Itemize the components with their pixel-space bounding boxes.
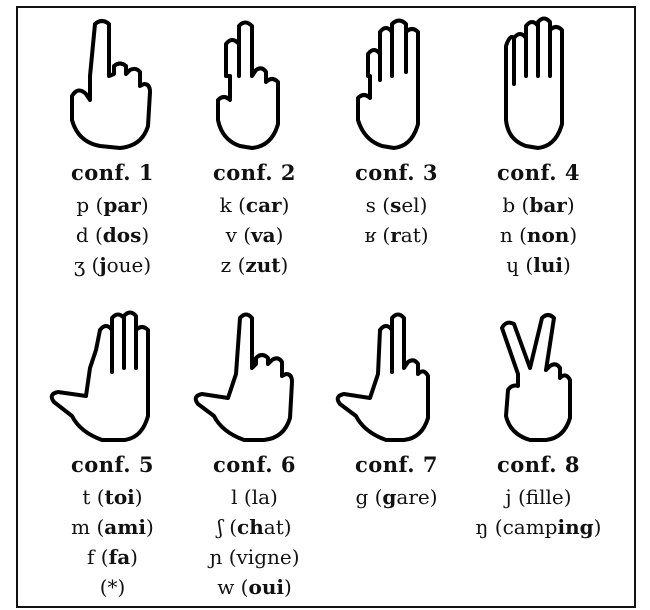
example-line: z (zut) [220,253,289,277]
config-label: conf. 3 [354,160,439,185]
config-label: conf. 6 [212,452,297,477]
example-line: k (car) [219,193,290,217]
example-list: j (fille) ŋ (camping) [466,482,611,542]
example-line: b (bar) [502,193,575,217]
example-word: par [103,193,141,217]
hand-two-fingers-thumb-out-icon [335,312,430,442]
example-line: j (fille) [505,485,572,509]
phoneme-symbol: ʒ ( [73,253,100,277]
phoneme-symbol: g ( [355,485,383,509]
phoneme-symbol: z ( [220,253,246,277]
diagram-frame [16,6,636,608]
example-line: ʃ (chat) [217,515,292,539]
phoneme-symbol: ɥ ( [506,253,534,277]
example-line: ʁ (rat) [364,223,429,247]
phoneme-symbol: t ( [82,485,105,509]
example-line: w (oui) [217,575,292,599]
phoneme-symbol: w ( [217,575,249,599]
example-line: d (dos) [75,223,150,247]
phoneme-symbol: m ( [71,515,105,539]
hand-two-fingers-together-icon [216,20,280,150]
example-list: g (gare) [324,482,469,512]
example-word: toi [104,485,135,509]
example-line: f (fa) [87,545,138,569]
example-word: camping [502,515,594,539]
config-label: conf. 1 [70,160,155,185]
phoneme-symbol: ɲ ( [209,545,237,569]
example-list: p (par) d (dos) ʒ (joue) [40,190,185,280]
phoneme-symbol: b ( [502,193,530,217]
example-word: zut [245,253,281,277]
example-line: ʒ (joue) [73,253,152,277]
example-line: ŋ (camping) [475,515,602,539]
example-line: ɲ (vigne) [209,545,300,569]
example-line: v (va) [225,223,284,247]
example-note: (*) [99,575,126,599]
example-word: gare [382,485,430,509]
hand-three-fingers-icon [356,18,420,150]
phoneme-symbol: f ( [87,545,109,569]
phoneme-symbol: j ( [505,485,526,509]
example-line: l (la) [231,485,278,509]
example-word: la [251,485,271,509]
example-word: car [245,193,282,217]
hand-v-sign-icon [500,313,572,442]
example-word: joue [99,253,144,277]
hand-index-thumb-out-icon [193,312,294,442]
example-list: t (toi) m (ami) f (fa) (*) [40,482,185,602]
example-word: va [251,223,276,247]
example-word: vigne [236,545,292,569]
phoneme-symbol: v ( [225,223,252,247]
config-label: conf. 8 [496,452,581,477]
example-word: non [526,223,570,247]
example-list: b (bar) n (non) ɥ (lui) [466,190,611,280]
config-label: conf. 5 [70,452,155,477]
example-line: n (non) [499,223,578,247]
hand-index-up-icon [70,19,152,150]
hand-four-fingers-icon [504,16,564,150]
phoneme-symbol: k ( [219,193,246,217]
example-word: dos [102,223,142,247]
example-word: chat [237,515,284,539]
example-line: ɥ (lui) [506,253,571,277]
phoneme-symbol: ʁ ( [364,223,391,247]
example-line: t (toi) [82,485,143,509]
config-label: conf. 4 [496,160,581,185]
phoneme-symbol: d ( [75,223,103,247]
example-line: m (ami) [71,515,154,539]
example-line: p (par) [76,193,149,217]
config-label: conf. 2 [212,160,297,185]
phoneme-symbol: s ( [365,193,391,217]
example-word: ami [104,515,147,539]
phoneme-symbol: ʃ ( [217,515,238,539]
example-list: k (car) v (va) z (zut) [182,190,327,280]
example-word: oui [248,575,284,599]
hand-open-thumb-out-icon [49,310,150,442]
example-list: l (la) ʃ (chat) ɲ (vigne) w (oui) [182,482,327,602]
phoneme-symbol: ŋ ( [475,515,503,539]
example-word: rat [390,223,421,247]
example-line: (*) [40,572,185,602]
example-word: lui [533,253,563,277]
phoneme-symbol: n ( [499,223,527,247]
config-label: conf. 7 [354,452,439,477]
example-word: sel [390,193,420,217]
example-word: fille [525,485,564,509]
example-line: s (sel) [365,193,428,217]
example-list: s (sel) ʁ (rat) [324,190,469,250]
example-line: g (gare) [355,485,438,509]
phoneme-symbol: l ( [231,485,252,509]
phoneme-symbol: p ( [76,193,104,217]
example-word: bar [529,193,567,217]
example-word: fa [108,545,131,569]
